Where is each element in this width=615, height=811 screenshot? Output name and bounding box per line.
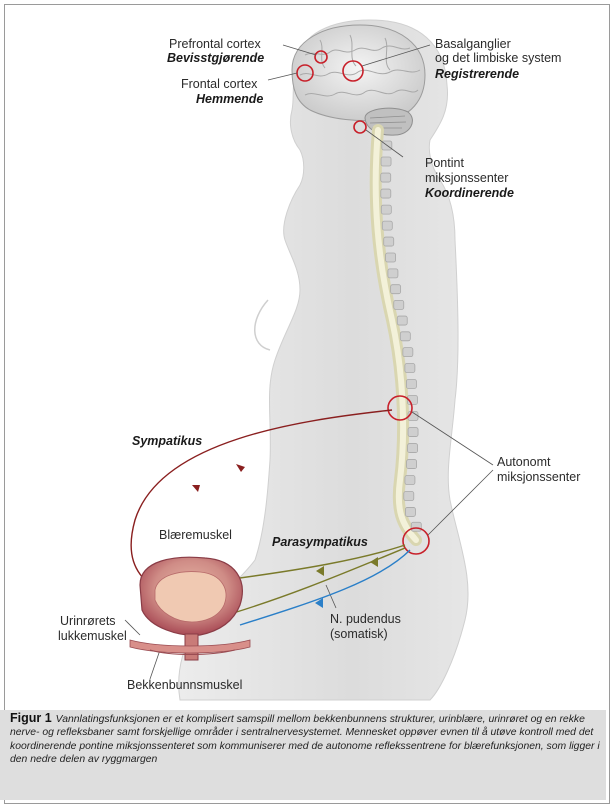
label-parasympatikus: Parasympatikus (272, 535, 368, 549)
label-basal-name-2: og det limbiske system (435, 51, 561, 65)
label-urinrorets-2: lukkemuskel (58, 629, 127, 643)
caption-text: Vannlatingsfunksjonen er et komplisert s… (10, 714, 600, 765)
vertebra (397, 316, 407, 325)
vertebra (407, 460, 417, 469)
vertebra (391, 285, 401, 294)
vertebra (382, 221, 392, 230)
label-pontint-name-1: Pontint (425, 156, 464, 170)
vertebra (400, 332, 410, 341)
label-autonomt-1: Autonomt (497, 455, 551, 469)
label-pudendus-1: N. pudendus (330, 612, 401, 626)
vertebra (381, 173, 391, 182)
vertebra (381, 189, 391, 198)
label-sympatikus: Sympatikus (132, 434, 202, 448)
sympathetic-arrow-1 (236, 464, 245, 472)
vertebra (386, 253, 396, 262)
chest-contour (255, 300, 270, 350)
label-frontal-role: Hemmende (196, 92, 263, 106)
label-autonomt-2: miksjonssenter (497, 470, 580, 484)
vertebra (381, 205, 391, 214)
vertebra (411, 522, 421, 531)
label-urinrorets-1: Urinrørets (60, 614, 116, 628)
brain (292, 25, 425, 121)
sympathetic-arrow-2 (192, 485, 200, 492)
label-blaeremuskel: Blæremuskel (159, 528, 232, 542)
vertebra (403, 348, 413, 357)
vertebra (406, 379, 416, 388)
vertebra (405, 476, 415, 485)
label-pontint-role: Koordinerende (425, 186, 514, 200)
vertebra (408, 428, 418, 437)
label-prefrontal-role: Bevisstgjørende (167, 51, 264, 65)
vertebra (408, 444, 418, 453)
label-pudendus-2: (somatisk) (330, 627, 388, 641)
vertebra (404, 492, 414, 501)
vertebra (394, 300, 404, 309)
vertebra (405, 364, 415, 373)
label-basal-role: Registrerende (435, 67, 519, 81)
label-pontint-name-2: miksjonssenter (425, 171, 508, 185)
label-basal-name-1: Basalganglier (435, 37, 511, 51)
vertebra (405, 507, 415, 516)
figure-label: Figur 1 (10, 711, 52, 725)
label-bekkenbunn: Bekkenbunnsmuskel (127, 678, 242, 692)
vertebra (388, 269, 398, 278)
label-prefrontal-name: Prefrontal cortex (169, 37, 261, 51)
vertebra (384, 237, 394, 246)
label-frontal-name: Frontal cortex (181, 77, 258, 91)
vertebra (381, 157, 391, 166)
